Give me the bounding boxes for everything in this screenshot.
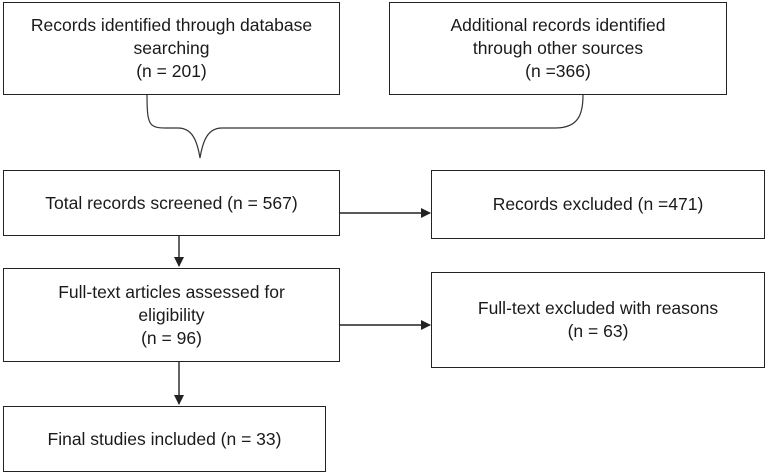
db-records-box: Records identified through database sear… (3, 2, 340, 95)
other-records-line-3: (n =366) (525, 61, 591, 81)
fulltext-excluded-line-1: Full-text excluded with reasons (477, 298, 719, 318)
screened-box: Total records screened (n = 567) (3, 170, 340, 236)
fulltext-assessed-line-1: Full-text articles assessed for (58, 281, 285, 302)
fulltext-excluded-line-2: (n = 63) (567, 321, 629, 341)
excluded-line-1: Records excluded (n =471) (492, 194, 704, 214)
db-records-line-3: (n = 201) (136, 61, 207, 81)
fulltext-assessed-line-2: eligibility (138, 304, 205, 325)
fulltext-assessed-line-3: (n = 96) (141, 327, 202, 348)
screened-line-1: Total records screened (n = 567) (45, 192, 298, 213)
db-records-line-1: Records identified through database (30, 15, 313, 35)
fulltext-excluded-box: Full-text excluded with reasons (n = 63) (431, 272, 765, 368)
fulltext-assessed-box: Full-text articles assessed for eligibil… (3, 268, 340, 362)
excluded-box: Records excluded (n =471) (431, 170, 765, 239)
merge-brace-connector (146, 94, 584, 159)
other-records-box: Additional records identified through ot… (389, 2, 727, 95)
other-records-line-2: through other sources (472, 38, 644, 58)
included-box: Final studies included (n = 33) (3, 406, 326, 472)
db-records-line-2: searching (133, 38, 210, 58)
included-line-1: Final studies included (n = 33) (47, 428, 282, 449)
other-records-line-1: Additional records identified (450, 15, 666, 35)
